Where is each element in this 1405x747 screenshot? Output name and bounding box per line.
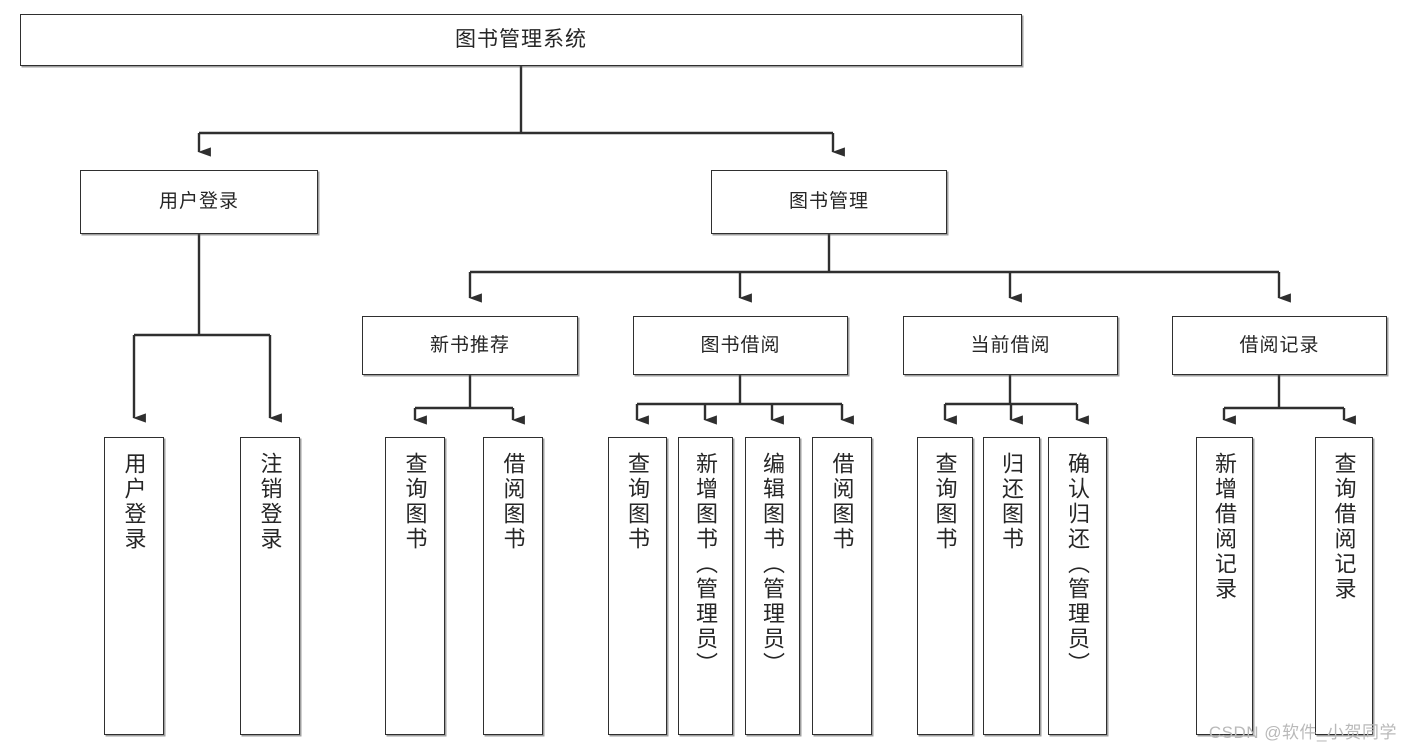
node-user-login[interactable]: 用户登录 [80,170,318,234]
leaf-current-borrow-confirm[interactable]: 确认归还（管理员） [1048,437,1107,735]
leaf-user-login-login[interactable]: 用户登录 [104,437,164,735]
leaf-current-borrow-query[interactable]: 查询图书 [917,437,973,735]
node-book-borrow[interactable]: 图书借阅 [633,316,848,375]
csdn-watermark: CSDN @软件_小贺同学 [1208,723,1397,742]
leaf-current-borrow-return[interactable]: 归还图书 [983,437,1040,735]
leaf-user-login-login-label: 用户登录 [121,452,147,552]
leaf-book-borrow-add[interactable]: 新增图书（管理员） [678,437,733,735]
leaf-borrow-record-add-label: 新增借阅记录 [1212,452,1238,602]
node-borrow-record-label: 借阅记录 [1239,334,1320,356]
leaf-current-borrow-confirm-label: 确认归还（管理员） [1065,452,1091,677]
leaf-new-book-query[interactable]: 查询图书 [385,437,445,735]
leaf-current-borrow-return-label: 归还图书 [999,452,1025,552]
node-book-borrow-label: 图书借阅 [700,334,781,356]
leaf-book-borrow-edit-label: 编辑图书（管理员） [760,452,786,677]
node-book-management-label: 图书管理 [788,191,869,213]
leaf-book-borrow-borrow[interactable]: 借阅图书 [812,437,872,735]
leaf-borrow-record-query-label: 查询借阅记录 [1331,452,1357,602]
node-new-book-recommend-label: 新书推荐 [429,334,510,356]
leaf-borrow-record-query[interactable]: 查询借阅记录 [1315,437,1373,735]
leaf-new-book-borrow-label: 借阅图书 [500,452,526,552]
node-current-borrow[interactable]: 当前借阅 [903,316,1118,375]
leaf-book-borrow-query[interactable]: 查询图书 [608,437,667,735]
leaf-new-book-query-label: 查询图书 [402,452,428,552]
leaf-book-borrow-edit[interactable]: 编辑图书（管理员） [745,437,800,735]
leaf-book-borrow-query-label: 查询图书 [625,452,651,552]
leaf-user-login-logout[interactable]: 注销登录 [240,437,300,735]
leaf-user-login-logout-label: 注销登录 [257,452,283,552]
leaf-current-borrow-query-label: 查询图书 [932,452,958,552]
node-book-management[interactable]: 图书管理 [711,170,947,234]
leaf-borrow-record-add[interactable]: 新增借阅记录 [1196,437,1253,735]
node-new-book-recommend[interactable]: 新书推荐 [362,316,578,375]
leaf-new-book-borrow[interactable]: 借阅图书 [483,437,543,735]
node-root-system[interactable]: 图书管理系统 [20,14,1022,66]
node-current-borrow-label: 当前借阅 [970,334,1051,356]
leaf-book-borrow-borrow-label: 借阅图书 [829,452,855,552]
node-user-login-label: 用户登录 [158,191,239,213]
leaf-book-borrow-add-label: 新增图书（管理员） [693,452,719,677]
node-root-system-label: 图书管理系统 [455,27,587,51]
node-borrow-record[interactable]: 借阅记录 [1172,316,1387,375]
